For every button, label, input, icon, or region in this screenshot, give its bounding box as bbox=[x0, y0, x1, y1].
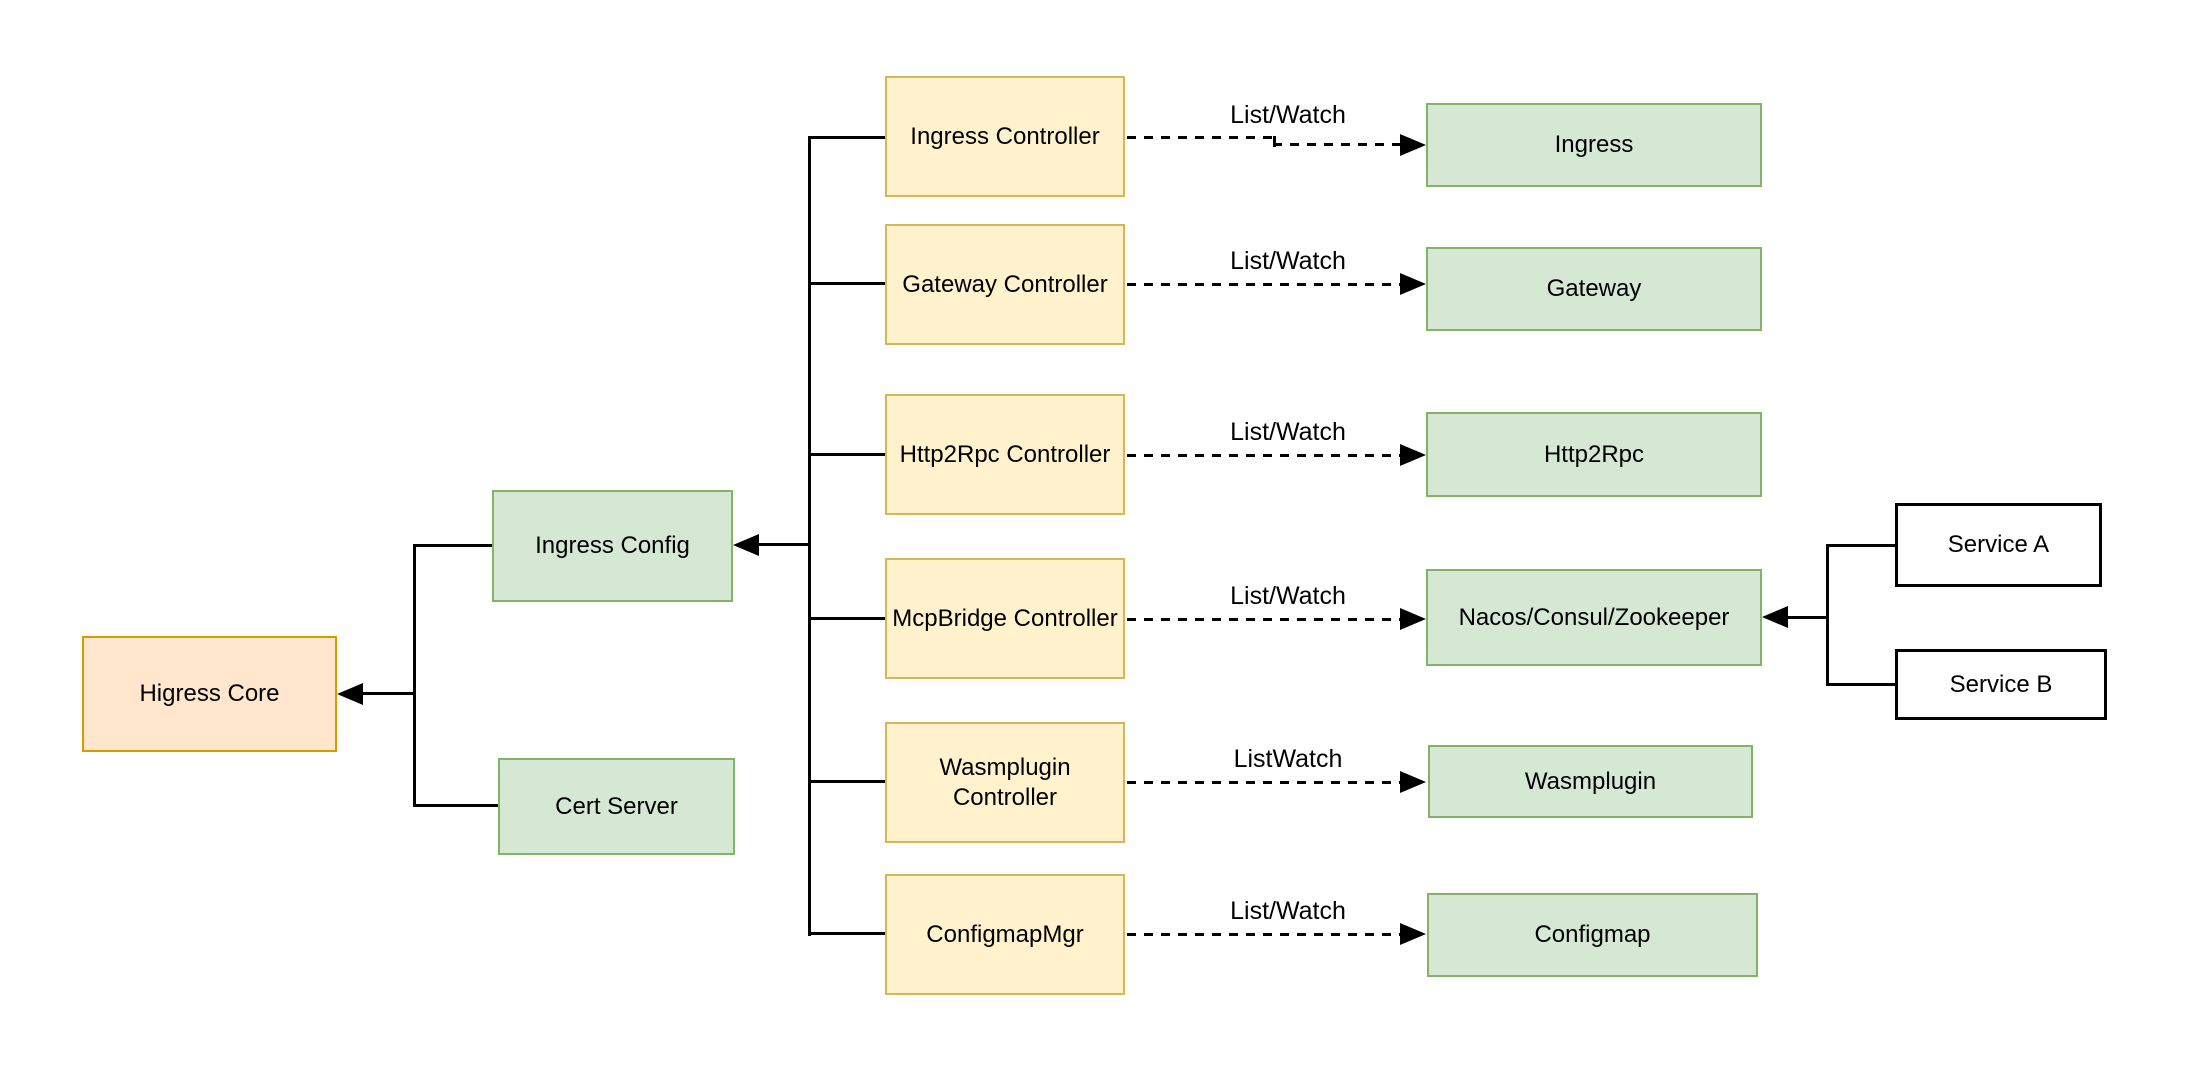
edge-junction-to-ingress-config bbox=[413, 544, 492, 547]
node-configmap: Configmap bbox=[1427, 893, 1758, 977]
arrowhead-into-gateway bbox=[1400, 273, 1426, 295]
edge-trunk-to-ingress-controller bbox=[808, 136, 885, 139]
node-label: Service A bbox=[1947, 531, 2050, 558]
edge-junction-to-service-a bbox=[1826, 544, 1895, 547]
node-mcpbridge-controller: McpBridge Controller bbox=[885, 558, 1125, 679]
node-http2rpc-controller: Http2Rpc Controller bbox=[885, 394, 1125, 515]
node-nacos-consul-zookeeper: Nacos/Consul/Zookeeper bbox=[1426, 569, 1762, 666]
edge-dashed-gateway-row bbox=[1127, 283, 1402, 286]
edge-dashed-wasmplugin-row bbox=[1127, 781, 1402, 784]
node-wasmplugin: Wasmplugin bbox=[1428, 745, 1753, 818]
edge-trunk-to-configmapmgr bbox=[808, 932, 885, 935]
node-label: Gateway Controller bbox=[902, 270, 1108, 298]
node-service-a: Service A bbox=[1895, 503, 2102, 587]
edge-config-junction-vertical bbox=[413, 545, 416, 807]
edge-dashed-ingress-row-seg1 bbox=[1127, 136, 1277, 139]
node-ingress-config: Ingress Config bbox=[492, 490, 733, 602]
edge-trunk-to-mcpbridge-controller bbox=[808, 617, 885, 620]
edge-label-list-watch-row4: List/Watch bbox=[1230, 582, 1346, 610]
node-ingress-controller: Ingress Controller bbox=[885, 76, 1125, 197]
arrowhead-into-wasmplugin bbox=[1400, 771, 1426, 793]
arrowhead-into-ingress-config bbox=[733, 534, 759, 556]
node-label: Gateway bbox=[1546, 275, 1642, 302]
node-configmapmgr: ConfigmapMgr bbox=[885, 874, 1125, 995]
node-label: ConfigmapMgr bbox=[926, 920, 1084, 948]
edge-junction-to-higress-core bbox=[360, 692, 416, 695]
node-http2rpc: Http2Rpc bbox=[1426, 412, 1762, 497]
edge-label-list-watch-row1: List/Watch bbox=[1230, 101, 1346, 129]
node-label: Higress Core bbox=[139, 680, 280, 707]
node-label: Ingress Config bbox=[535, 532, 690, 559]
edge-label-list-watch-row3: List/Watch bbox=[1230, 418, 1346, 446]
arrowhead-into-configmap bbox=[1400, 923, 1426, 945]
edge-dashed-ingress-row-seg2 bbox=[1273, 143, 1402, 146]
arrowhead-into-ingress bbox=[1400, 134, 1426, 156]
node-label: Http2Rpc Controller bbox=[899, 440, 1111, 468]
edge-trunk-to-ingress-config bbox=[755, 543, 809, 546]
node-service-b: Service B bbox=[1895, 649, 2107, 720]
arrowhead-into-nacos bbox=[1400, 608, 1426, 630]
node-gateway-controller: Gateway Controller bbox=[885, 224, 1125, 345]
edge-controller-trunk-vertical bbox=[808, 136, 811, 936]
arrowhead-into-higress-core bbox=[337, 683, 363, 705]
edge-dashed-configmap-row bbox=[1127, 933, 1402, 936]
node-label: Cert Server bbox=[555, 792, 678, 820]
node-cert-server: Cert Server bbox=[498, 758, 735, 855]
node-ingress: Ingress bbox=[1426, 103, 1762, 187]
node-higress-core: Higress Core bbox=[82, 636, 337, 752]
node-label: Ingress bbox=[1554, 131, 1634, 158]
node-label: Wasmplugin Controller bbox=[939, 753, 1071, 811]
edge-trunk-to-wasmplugin-controller bbox=[808, 780, 885, 783]
edge-label-list-watch-row6: List/Watch bbox=[1230, 897, 1346, 925]
edge-services-to-nacos bbox=[1786, 616, 1828, 619]
node-label: Wasmplugin bbox=[1524, 767, 1657, 795]
edge-junction-to-service-b bbox=[1826, 683, 1895, 686]
node-label: Http2Rpc bbox=[1543, 440, 1645, 468]
node-label: Ingress Controller bbox=[910, 122, 1100, 150]
node-label: Configmap bbox=[1534, 921, 1651, 948]
arrowhead-into-http2rpc bbox=[1400, 444, 1426, 466]
node-gateway: Gateway bbox=[1426, 247, 1762, 331]
edge-dashed-mcpbridge-row bbox=[1127, 618, 1402, 621]
edge-label-listwatch-row5: ListWatch bbox=[1233, 745, 1343, 773]
arrowhead-into-nacos-from-services bbox=[1762, 606, 1788, 628]
edge-dashed-http2rpc-row bbox=[1127, 454, 1402, 457]
node-wasmplugin-controller: Wasmplugin Controller bbox=[885, 722, 1125, 843]
node-label: Nacos/Consul/Zookeeper bbox=[1458, 603, 1730, 631]
node-label: McpBridge Controller bbox=[892, 604, 1118, 632]
edge-dashed-ingress-row-jog bbox=[1273, 136, 1276, 147]
edge-service-junction-vertical bbox=[1826, 545, 1829, 685]
edge-label-list-watch-row2: List/Watch bbox=[1230, 247, 1346, 275]
edge-trunk-to-http2rpc-controller bbox=[808, 453, 885, 456]
edge-trunk-to-gateway-controller bbox=[808, 282, 885, 285]
node-label: Service B bbox=[1949, 670, 2053, 698]
edge-junction-to-cert-server bbox=[413, 804, 498, 807]
